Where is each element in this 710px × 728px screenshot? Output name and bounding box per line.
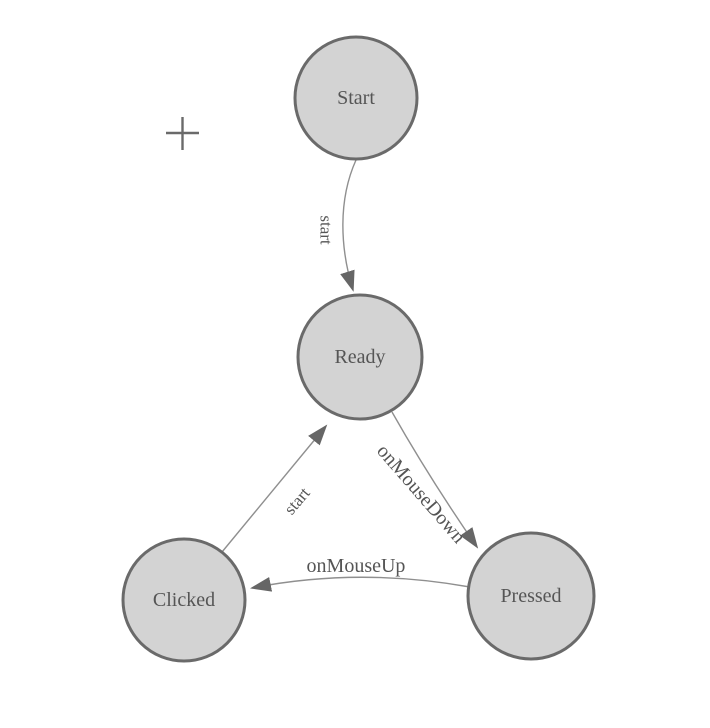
state-circle-pressed[interactable]: [466, 531, 596, 661]
edge-line-start-to-ready[interactable]: [340, 159, 357, 292]
state-circle-clicked[interactable]: [121, 537, 247, 663]
state-node-clicked[interactable]: Clicked: [121, 537, 247, 663]
edge-pressed-to-clicked[interactable]: onMouseUp: [250, 555, 471, 592]
edge-line-clicked-to-ready[interactable]: [221, 424, 328, 553]
edge-label-onmouseup[interactable]: onMouseUp: [307, 555, 406, 577]
edge-line-pressed-to-clicked[interactable]: [250, 576, 471, 592]
state-node-ready[interactable]: Ready: [296, 293, 424, 421]
state-circle-ready[interactable]: [296, 293, 424, 421]
edge-label-start-top[interactable]: start: [317, 215, 336, 245]
state-node-start[interactable]: Start: [293, 35, 419, 161]
edge-ready-to-pressed[interactable]: onMouseDown: [372, 411, 479, 549]
edge-start-to-ready[interactable]: start: [317, 159, 357, 292]
edge-clicked-to-ready[interactable]: start: [221, 424, 328, 553]
state-circle-start[interactable]: [293, 35, 419, 161]
edge-line-ready-to-pressed[interactable]: [391, 411, 479, 549]
edge-label-start-bottom[interactable]: start: [280, 483, 314, 518]
state-node-pressed[interactable]: Pressed: [466, 531, 596, 661]
crosshair-cursor: [166, 117, 199, 150]
edge-label-onmousedown[interactable]: onMouseDown: [372, 440, 470, 548]
